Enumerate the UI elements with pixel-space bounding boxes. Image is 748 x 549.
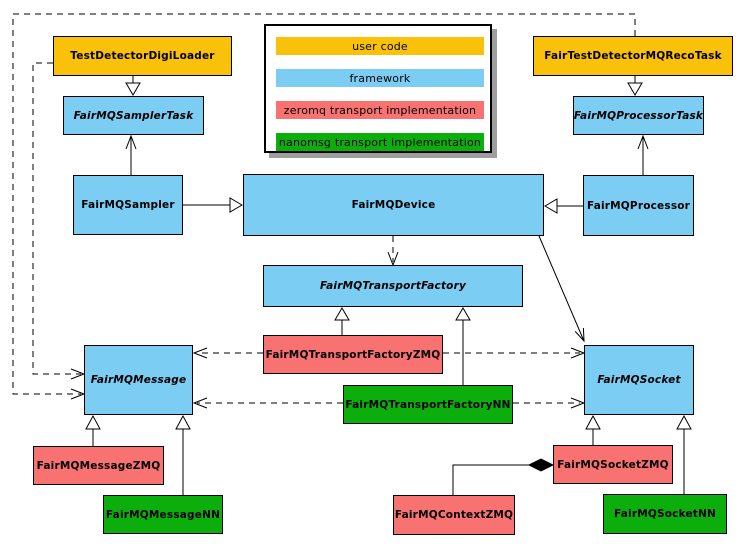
edge-sampler-to-device <box>183 197 243 213</box>
edge-sampler-to-samplertask <box>125 134 137 175</box>
edge-testdigi-to-samplertask <box>125 76 141 96</box>
legend-item-framework: framework <box>276 69 484 87</box>
node-fairmqprocessortask: FairMQProcessorTask <box>573 96 704 135</box>
edge-tfnn-to-socket <box>513 397 586 409</box>
edge-tfzmq-to-message <box>192 347 263 359</box>
edge-tfzmq-to-transportfactory <box>334 307 350 335</box>
edge-tfzmq-to-socket <box>443 347 586 359</box>
edge-processor-to-device <box>544 198 583 214</box>
edge-tfnn-to-transportfactory <box>455 307 471 385</box>
edge-recotask-to-processortask <box>627 76 643 96</box>
edge-processor-to-processortask <box>637 134 649 175</box>
node-fairmqdevice: FairMQDevice <box>243 174 544 236</box>
edge-device-to-socket <box>538 235 585 343</box>
node-fairmqsampler: FairMQSampler <box>73 175 183 235</box>
node-fairmqtransportfactory: FairMQTransportFactory <box>263 265 523 307</box>
edge-socketzmq-to-socket <box>585 414 601 445</box>
node-fairmqtransportfactorynn: FairMQTransportFactoryNN <box>343 385 513 424</box>
legend: user code framework zeromq transport imp… <box>264 24 492 153</box>
node-fairmqmessagenn: FairMQMessageNN <box>103 495 223 534</box>
node-fairmqsocketnn: FairMQSocketNN <box>603 494 727 534</box>
node-testdetectordigiloader: TestDetectorDigiLoader <box>53 36 232 76</box>
legend-item-user-code: user code <box>276 37 484 55</box>
edge-contextzmq-to-socketzmq <box>452 458 555 495</box>
node-fairmqmessagezmq: FairMQMessageZMQ <box>33 446 164 485</box>
edge-device-to-transportfactory <box>387 236 399 267</box>
edge-socketnn-to-socket <box>676 414 692 494</box>
node-fairtestdetectormqrecotask: FairTestDetectorMQRecoTask <box>533 36 733 76</box>
legend-item-nanomsg: nanomsg transport implementation <box>276 133 484 151</box>
node-fairmqmessage: FairMQMessage <box>84 345 193 415</box>
node-fairmqcontextzmq: FairMQContextZMQ <box>393 495 515 535</box>
node-fairmqsocket: FairMQSocket <box>584 345 694 415</box>
edge-messagezmq-to-message <box>85 414 101 446</box>
node-fairmqprocessor: FairMQProcessor <box>583 175 694 236</box>
edge-messagenn-to-message <box>175 414 191 495</box>
node-fairmqsocketzmq: FairMQSocketZMQ <box>553 445 673 484</box>
edge-tfnn-to-message <box>192 397 343 409</box>
node-fairmqtransportfactoryzmq: FairMQTransportFactoryZMQ <box>263 335 443 374</box>
legend-item-zeromq: zeromq transport implementation <box>276 101 484 119</box>
node-fairmqsamplertask: FairMQSamplerTask <box>63 96 204 135</box>
